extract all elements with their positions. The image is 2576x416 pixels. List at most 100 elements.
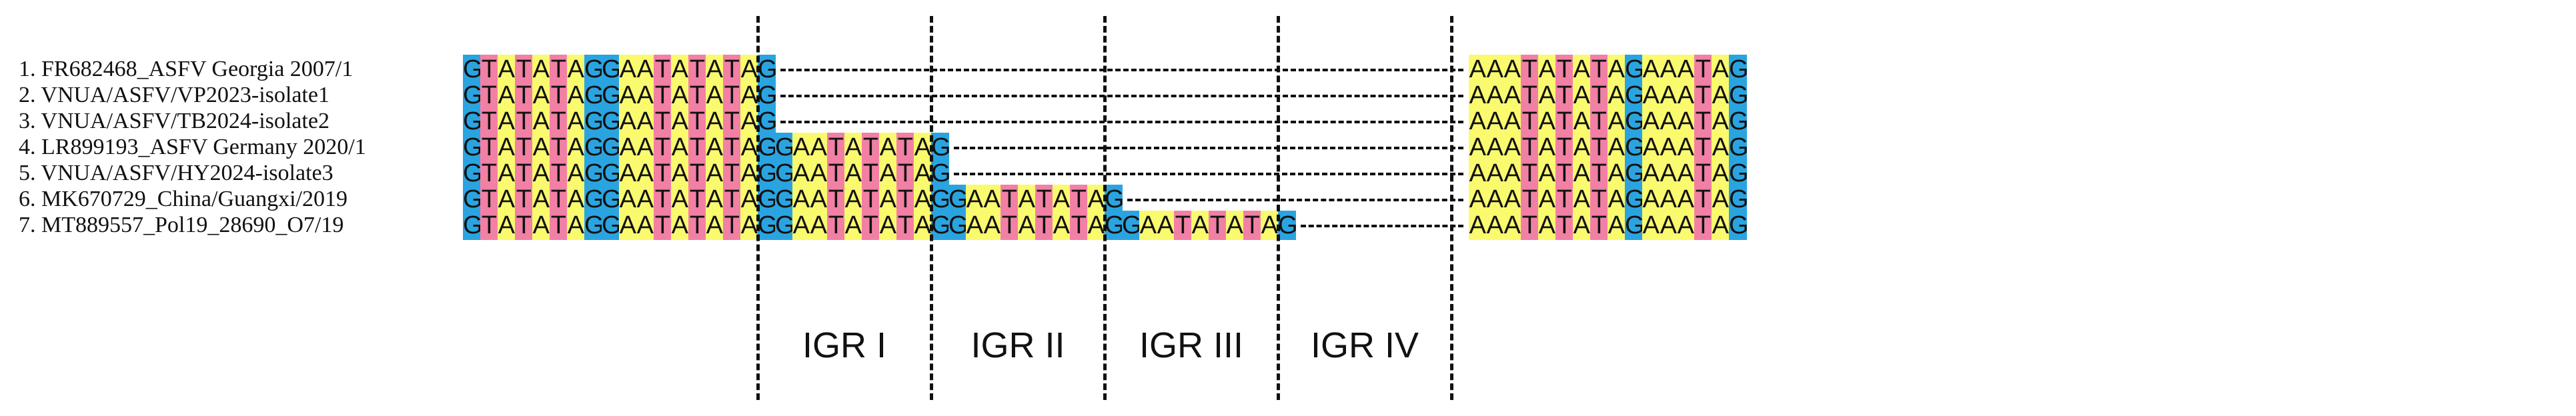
- base-cell: A: [671, 107, 689, 136]
- base-cell: A: [1486, 133, 1504, 162]
- base-cell: T: [1555, 107, 1573, 136]
- base-cell: G: [1625, 133, 1645, 162]
- base-cell: A: [1469, 133, 1487, 162]
- base-cell: T: [688, 55, 706, 84]
- base-cell: A: [1226, 211, 1244, 240]
- base-cell: A: [706, 185, 724, 214]
- base-cell: T: [1174, 211, 1192, 240]
- base-cell: A: [636, 185, 654, 214]
- base-cell: T: [1521, 55, 1539, 84]
- base-cell: T: [723, 159, 741, 188]
- base-cell: T: [862, 185, 880, 214]
- sequence-label: 1. FR682468_ASFV Georgia 2007/1: [19, 57, 354, 81]
- base-cell: G: [758, 159, 778, 188]
- base-cell: G: [463, 107, 483, 136]
- base-cell: G: [602, 211, 622, 240]
- base-cell: T: [550, 133, 568, 162]
- base-cell: A: [1712, 159, 1730, 188]
- base-cell: A: [1469, 211, 1487, 240]
- base-cell: A: [1486, 55, 1504, 84]
- base-cell: G: [463, 185, 483, 214]
- alignment-gap: [1301, 225, 1463, 227]
- base-cell: T: [1590, 159, 1608, 188]
- base-cell: A: [1538, 133, 1556, 162]
- base-cell: G: [602, 81, 622, 110]
- base-cell: A: [1660, 55, 1678, 84]
- base-cell: A: [810, 185, 828, 214]
- base-cell: A: [914, 211, 932, 240]
- base-cell: T: [896, 185, 914, 214]
- base-cell: A: [1660, 159, 1678, 188]
- base-cell: A: [1503, 211, 1521, 240]
- base-cell: A: [1538, 159, 1556, 188]
- base-cell: T: [515, 159, 533, 188]
- base-cell: A: [671, 159, 689, 188]
- base-cell: A: [914, 185, 932, 214]
- base-cell: A: [498, 81, 516, 110]
- base-cell: A: [1607, 211, 1626, 240]
- base-cell: G: [463, 211, 483, 240]
- base-cell: A: [1191, 211, 1209, 240]
- base-cell: T: [1555, 185, 1573, 214]
- base-cell: A: [1486, 211, 1504, 240]
- base-cell: T: [896, 159, 914, 188]
- base-cell: T: [1590, 211, 1608, 240]
- base-cell: A: [1469, 81, 1487, 110]
- base-cell: A: [1469, 55, 1487, 84]
- base-cell: A: [1607, 159, 1626, 188]
- alignment-gap: [954, 147, 1463, 149]
- base-cell: T: [862, 159, 880, 188]
- base-cell: G: [584, 107, 604, 136]
- base-cell: T: [480, 211, 498, 240]
- base-cell: A: [706, 107, 724, 136]
- base-cell: A: [1087, 185, 1105, 214]
- base-cell: T: [1555, 81, 1573, 110]
- base-cell: A: [636, 107, 654, 136]
- base-cell: A: [1018, 211, 1036, 240]
- base-cell: T: [1590, 107, 1608, 136]
- base-cell: G: [584, 159, 604, 188]
- base-cell: A: [636, 159, 654, 188]
- base-cell: A: [706, 133, 724, 162]
- base-cell: G: [931, 159, 951, 188]
- base-cell: A: [706, 81, 724, 110]
- base-cell: T: [1694, 159, 1712, 188]
- base-cell: A: [740, 81, 758, 110]
- region-label: IGR II: [971, 325, 1065, 365]
- base-cell: G: [758, 55, 778, 84]
- base-cell: T: [688, 159, 706, 188]
- base-cell: A: [844, 133, 862, 162]
- base-cell: T: [688, 211, 706, 240]
- base-cell: T: [654, 133, 672, 162]
- base-cell: T: [550, 55, 568, 84]
- base-cell: G: [602, 133, 622, 162]
- base-cell: A: [1503, 81, 1521, 110]
- base-cell: A: [619, 107, 637, 136]
- base-cell: A: [1660, 81, 1678, 110]
- base-cell: T: [515, 185, 533, 214]
- base-cell: T: [1590, 81, 1608, 110]
- base-cell: A: [844, 211, 862, 240]
- base-cell: A: [1642, 81, 1660, 110]
- base-cell: A: [1607, 107, 1626, 136]
- base-cell: A: [879, 133, 897, 162]
- base-cell: T: [654, 81, 672, 110]
- base-cell: A: [671, 81, 689, 110]
- region-divider: [1277, 16, 1280, 400]
- base-cell: T: [550, 159, 568, 188]
- base-cell: G: [584, 211, 604, 240]
- base-cell: A: [1573, 107, 1591, 136]
- base-cell: A: [914, 133, 932, 162]
- base-cell: A: [1538, 211, 1556, 240]
- base-cell: A: [619, 55, 637, 84]
- base-cell: G: [463, 81, 483, 110]
- base-cell: A: [567, 107, 585, 136]
- base-cell: A: [966, 211, 984, 240]
- base-cell: T: [1070, 211, 1088, 240]
- base-cell: T: [688, 107, 706, 136]
- base-cell: A: [1486, 159, 1504, 188]
- base-cell: A: [1607, 81, 1626, 110]
- base-cell: T: [1521, 107, 1539, 136]
- base-cell: A: [636, 133, 654, 162]
- base-cell: A: [844, 185, 862, 214]
